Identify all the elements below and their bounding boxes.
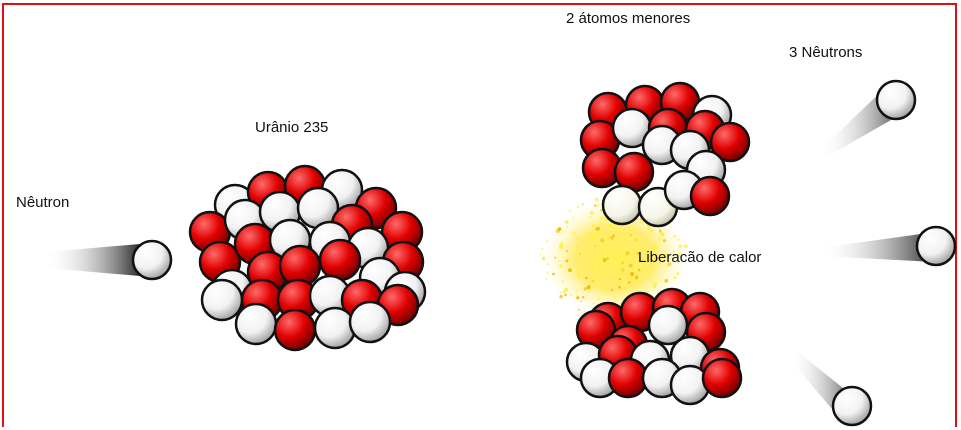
uranium-nucleus [188,164,427,352]
neutron-ball [131,239,173,281]
neutron-ball [234,302,278,346]
proton-ball [318,238,362,282]
uranium-label: Urânio 235 [255,119,329,136]
three-neutrons-label: 3 Nêutrons [789,44,863,61]
outgoing-neutron-3 [790,352,873,427]
neutron-ball [200,278,244,322]
neutron-ball [313,306,357,350]
proton-ball [273,308,317,352]
smaller-atom-top [579,81,751,228]
proton-ball [709,121,751,163]
smaller-atom-bottom [565,287,743,406]
proton-ball [607,357,649,399]
incoming-neutron [131,239,173,281]
outgoing-neutron-1 [820,79,917,156]
proton-ball [701,357,743,399]
proton-ball [689,175,731,217]
incoming-neutron-trail [45,244,140,276]
neutron-ball [348,300,392,344]
red-frame [2,3,957,427]
neutron-ball [601,184,643,226]
heat-release-label: Liberacão de calor [638,249,762,266]
outgoing-neutron-2 [820,225,957,267]
neutron-label: Nêutron [16,194,70,211]
smaller-atoms-label: 2 átomos menores [566,10,691,27]
